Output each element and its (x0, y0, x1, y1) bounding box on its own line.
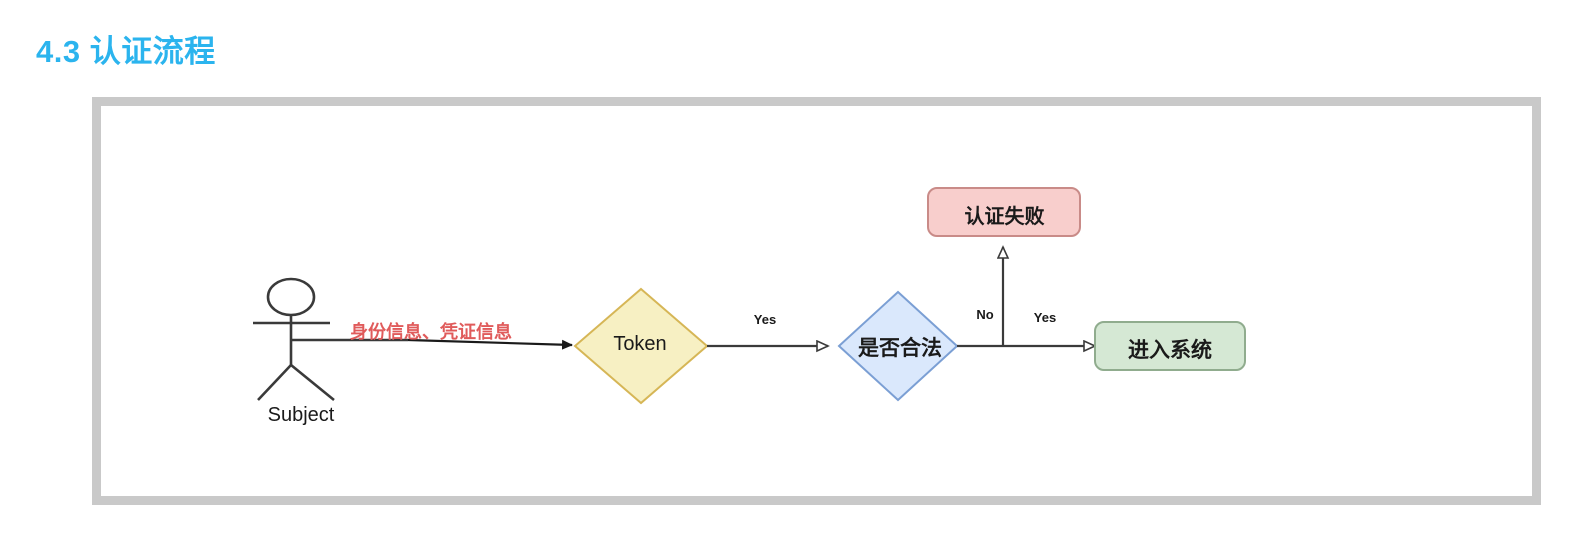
actor-right-leg-line (290, 363, 335, 402)
diagram-frame (92, 97, 1541, 505)
actor-head-icon (266, 277, 316, 317)
node-auth-failed[interactable] (927, 187, 1081, 237)
edge-actor-to-token (291, 338, 573, 350)
node-enter-system[interactable] (1094, 321, 1246, 371)
node-is-legal[interactable] (837, 290, 959, 402)
actor-left-leg-line (257, 364, 292, 401)
node-token[interactable] (573, 287, 709, 405)
actor-subject-figure (253, 277, 335, 402)
edge-actor-to-token-line (407, 338, 573, 350)
page-title: 4.3 认证流程 (36, 34, 216, 69)
